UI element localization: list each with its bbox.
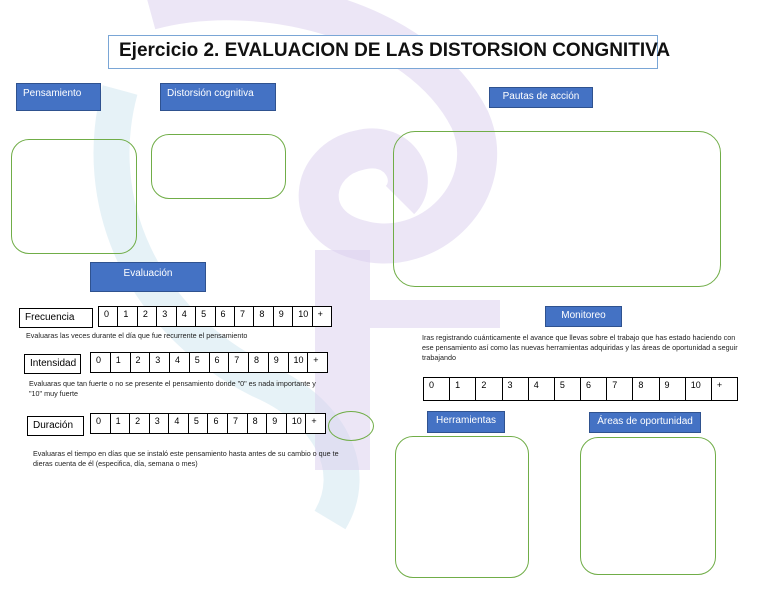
pautas-box[interactable] bbox=[393, 131, 721, 287]
scale-cell[interactable]: 0 bbox=[99, 307, 119, 326]
scale-cell[interactable]: 1 bbox=[118, 307, 138, 326]
duracion-note: Evaluaras el tiempo en días que se insta… bbox=[33, 449, 339, 468]
scale-cell[interactable]: 1 bbox=[450, 378, 477, 400]
scale-cell[interactable]: 6 bbox=[216, 307, 235, 326]
scale-cell[interactable]: 0 bbox=[91, 353, 111, 372]
scale-cell[interactable]: 7 bbox=[228, 414, 248, 433]
pautas-label: Pautas de acción bbox=[489, 87, 593, 108]
scale-cell[interactable]: 2 bbox=[476, 378, 503, 400]
scale-cell[interactable]: 2 bbox=[138, 307, 158, 326]
duracion-unit-oval[interactable] bbox=[328, 411, 374, 441]
frecuencia-label: Frecuencia bbox=[19, 308, 93, 328]
pensamiento-label: Pensamiento bbox=[16, 83, 101, 111]
scale-cell[interactable]: 4 bbox=[177, 307, 197, 326]
scale-cell[interactable]: 6 bbox=[210, 353, 230, 372]
scale-cell[interactable]: 9 bbox=[660, 378, 686, 400]
scale-cell[interactable]: 0 bbox=[91, 414, 111, 433]
distorsion-label: Distorsión cognitiva bbox=[160, 83, 276, 111]
monitoreo-note: Iras registrando cuánticamente el avance… bbox=[422, 333, 738, 362]
scale-cell[interactable]: 5 bbox=[190, 353, 210, 372]
scale-cell[interactable]: 6 bbox=[581, 378, 608, 400]
scale-cell[interactable]: 1 bbox=[111, 414, 131, 433]
areas-label: Áreas de oportunidad bbox=[589, 412, 701, 433]
scale-cell[interactable]: 3 bbox=[503, 378, 529, 400]
scale-cell[interactable]: 4 bbox=[529, 378, 555, 400]
page-title: Ejercicio 2. EVALUACION DE LAS DISTORSIO… bbox=[119, 40, 671, 61]
scale-cell[interactable]: 10 bbox=[289, 353, 309, 372]
title-box: Ejercicio 2. EVALUACION DE LAS DISTORSIO… bbox=[108, 35, 670, 69]
frecuencia-scale: 0 1 2 3 4 5 6 7 8 9 10 + bbox=[98, 306, 332, 327]
scale-cell[interactable]: 2 bbox=[131, 353, 151, 372]
duracion-scale: 0 1 2 3 4 5 6 7 8 9 10 + bbox=[90, 413, 326, 434]
scale-cell[interactable]: + bbox=[317, 309, 323, 319]
herramientas-label: Herramientas bbox=[427, 411, 505, 433]
scale-cell[interactable]: + bbox=[311, 416, 317, 426]
scale-cell[interactable]: 10 bbox=[293, 307, 313, 326]
duracion-label: Duración bbox=[27, 416, 84, 436]
scale-cell[interactable]: 8 bbox=[249, 353, 269, 372]
pensamiento-box[interactable] bbox=[11, 139, 137, 254]
intensidad-scale: 0 1 2 3 4 5 6 7 8 9 10 + bbox=[90, 352, 328, 373]
scale-cell[interactable]: 2 bbox=[130, 414, 150, 433]
scale-cell[interactable]: 3 bbox=[157, 307, 177, 326]
scale-cell[interactable]: 4 bbox=[170, 353, 190, 372]
scale-cell[interactable]: 3 bbox=[150, 414, 170, 433]
monitoreo-scale: 0 1 2 3 4 5 6 7 8 9 10 + bbox=[423, 377, 738, 401]
scale-cell[interactable]: 3 bbox=[150, 353, 170, 372]
scale-cell[interactable]: 8 bbox=[633, 378, 660, 400]
intensidad-label: Intensidad bbox=[24, 354, 81, 374]
monitoreo-label: Monitoreo bbox=[545, 306, 622, 327]
distorsion-box[interactable] bbox=[151, 134, 286, 199]
scale-cell[interactable]: 9 bbox=[274, 307, 294, 326]
scale-cell[interactable]: 8 bbox=[248, 414, 268, 433]
scale-cell[interactable]: 5 bbox=[196, 307, 216, 326]
herramientas-box[interactable] bbox=[395, 436, 529, 578]
scale-cell[interactable]: 0 bbox=[424, 378, 451, 400]
scale-cell[interactable]: 7 bbox=[229, 353, 249, 372]
scale-cell[interactable]: 4 bbox=[169, 414, 189, 433]
scale-cell[interactable]: 9 bbox=[269, 353, 289, 372]
frecuencia-note: Evaluaras las veces durante el día que f… bbox=[26, 331, 248, 340]
scale-cell[interactable]: + bbox=[716, 380, 723, 390]
scale-cell[interactable]: 10 bbox=[287, 414, 307, 433]
scale-cell[interactable]: 6 bbox=[208, 414, 229, 433]
scale-cell[interactable]: 7 bbox=[235, 307, 255, 326]
scale-cell[interactable]: 5 bbox=[189, 414, 209, 433]
scale-cell[interactable]: 9 bbox=[267, 414, 287, 433]
scale-cell[interactable]: 5 bbox=[555, 378, 582, 400]
scale-cell[interactable]: + bbox=[313, 355, 319, 365]
scale-cell[interactable]: 10 bbox=[686, 378, 712, 400]
evaluacion-label: Evaluación bbox=[90, 262, 206, 292]
scale-cell[interactable]: 1 bbox=[111, 353, 131, 372]
scale-cell[interactable]: 8 bbox=[254, 307, 274, 326]
intensidad-note: Evaluaras que tan fuerte o no se present… bbox=[29, 379, 316, 398]
scale-cell[interactable]: 7 bbox=[607, 378, 634, 400]
areas-box[interactable] bbox=[580, 437, 716, 575]
